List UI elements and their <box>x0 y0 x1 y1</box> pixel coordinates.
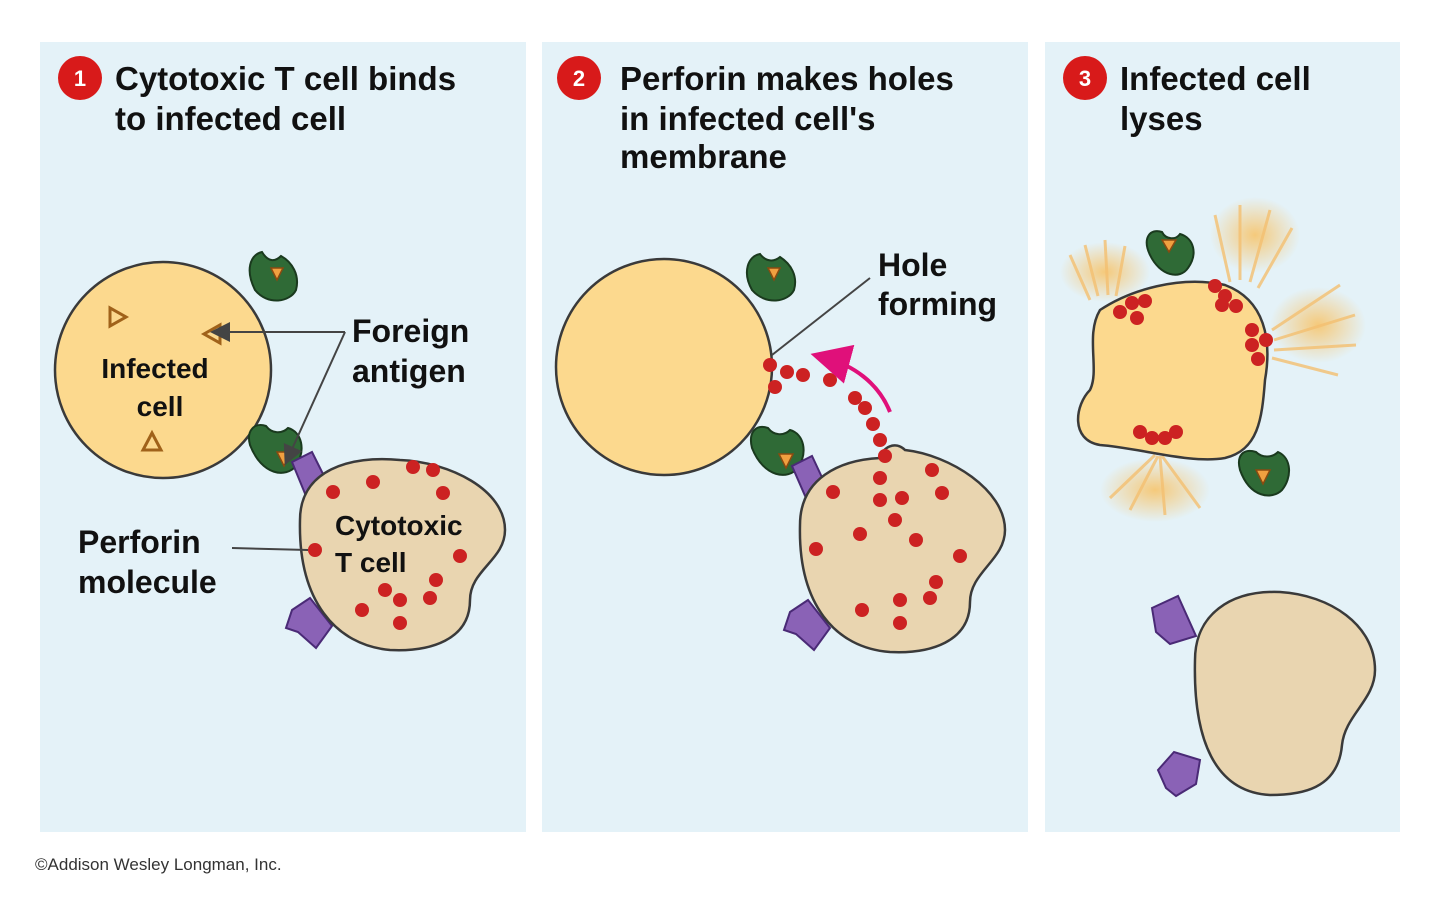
antigen-triangle <box>140 429 164 452</box>
copyright-credit: ©Addison Wesley Longman, Inc. <box>35 855 282 874</box>
t-cell-receptor-icon <box>782 598 832 652</box>
t-cell-receptor-icon <box>284 596 334 650</box>
lysed-infected-cell <box>1076 280 1269 461</box>
membrane-pore <box>1208 279 1243 313</box>
cytoplasm-burst <box>1060 239 1150 302</box>
infected-cell-2 <box>554 257 774 477</box>
step-3-number: 3 <box>1079 66 1091 91</box>
membrane-pore <box>1245 323 1273 366</box>
foreign-antigen-label-line-2: antigen <box>352 353 466 389</box>
step-2-title-line-3: membrane <box>620 138 787 175</box>
mhc-receptor-icon <box>1145 230 1195 276</box>
step-3-title-line-2: lyses <box>1120 100 1203 137</box>
step-2-header: 2 Perforin makes holes in infected cell'… <box>557 56 954 175</box>
membrane-pore <box>1113 294 1152 325</box>
step-1-title-line-2: to infected cell <box>115 100 346 137</box>
step-2-number: 2 <box>573 66 585 91</box>
step-1-header: 1 Cytotoxic T cell binds to infected cel… <box>58 56 456 137</box>
t-cell-receptor-icon <box>1150 594 1198 646</box>
step-3-title-line-1: Infected cell <box>1120 60 1311 97</box>
step-2-title-line-1: Perforin makes holes <box>620 60 954 97</box>
hole-forming-label-line-1: Hole <box>878 247 947 283</box>
t-cell-label-line-1: Cytotoxic <box>335 510 463 541</box>
step-1-title-line-1: Cytotoxic T cell binds <box>115 60 456 97</box>
step-2-badge <box>557 56 601 100</box>
infected-cell-label-line-2: cell <box>137 391 184 422</box>
foreign-antigen-pointer <box>283 331 346 466</box>
perforin-molecule-label-line-2: molecule <box>78 564 217 600</box>
membrane-pore <box>1133 425 1183 445</box>
step-3-header: 3 Infected cell lyses <box>1063 56 1311 137</box>
antigen-triangle <box>108 305 130 329</box>
perforin-molecule-pointer <box>231 547 309 551</box>
step-3-badge <box>1063 56 1107 100</box>
t-cell-receptor-icon <box>1156 750 1202 798</box>
cytotoxic-t-cell-1 <box>298 457 507 652</box>
step-2-title-line-2: in infected cell's <box>620 100 875 137</box>
mhc-receptor-icon <box>750 426 805 476</box>
cytotoxic-t-cell-3 <box>1193 590 1377 797</box>
mhc-receptor-icon <box>745 252 797 302</box>
perforin-granules <box>809 463 967 630</box>
infected-cell-label-line-1: Infected <box>101 353 208 384</box>
perforin-flow-arrow <box>810 344 892 413</box>
hole-forming-pointer <box>771 277 871 356</box>
step-1-badge <box>58 56 102 100</box>
step-1-number: 1 <box>74 66 86 91</box>
foreign-antigen-label-line-1: Foreign <box>352 313 469 349</box>
cytoplasm-burst <box>1100 453 1210 522</box>
perforin-molecule-label-line-1: Perforin <box>78 524 201 560</box>
cytoplasm-burst <box>1270 283 1366 377</box>
hole-forming-label-line-2: forming <box>878 286 997 322</box>
cytoplasm-burst <box>1210 197 1300 289</box>
t-cell-label-line-2: T cell <box>335 547 407 578</box>
mhc-receptor-icon <box>248 250 298 302</box>
perforin-granules <box>308 460 467 630</box>
mhc-receptor-icon <box>1238 450 1290 497</box>
